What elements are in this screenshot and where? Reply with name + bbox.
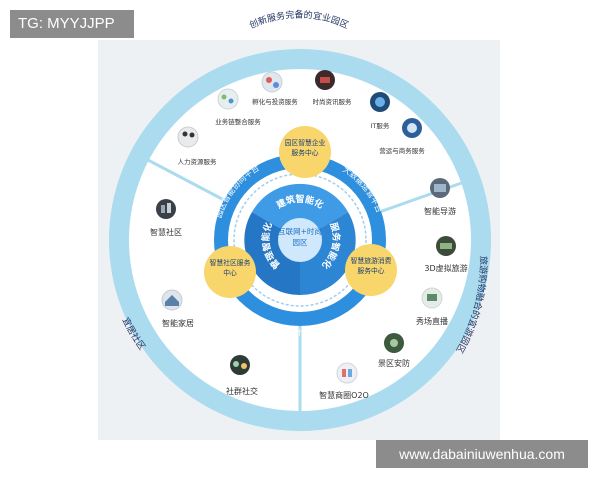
service-label: 智慧商圈O2O xyxy=(319,390,369,400)
core-label-top: 建筑智能化 xyxy=(274,193,325,211)
service-label: 景区安防 xyxy=(378,358,410,368)
service-label: 孵化与投资服务 xyxy=(252,97,298,106)
live-show-icon-stage xyxy=(427,294,437,301)
service-community: 智慧社区 xyxy=(150,199,182,237)
it-service-icon-core xyxy=(375,97,385,107)
hub-community-text-wrap: 智慧社区服务中心 xyxy=(209,259,251,277)
community-icon xyxy=(156,199,176,219)
service-label: 业务链整合服务 xyxy=(215,117,261,126)
service-o2o: 智慧商圈O2O xyxy=(319,362,369,400)
core-center-text: 互联网+时尚园区 xyxy=(278,227,322,247)
ring-text-top: 创新服务完备的宜业园区 xyxy=(247,9,350,32)
service-label: 智慧社区 xyxy=(150,227,182,237)
hub-community xyxy=(204,246,256,298)
watermark-top: TG: MYYJJPP xyxy=(10,10,134,38)
chain-icon-dot xyxy=(221,94,227,100)
social-icon-dot xyxy=(233,361,239,367)
core-center xyxy=(278,218,322,262)
business-icon-globe xyxy=(407,123,417,133)
o2o-icon xyxy=(336,362,358,384)
hub-tourism-text: 智慧旅游消费服务中心 xyxy=(350,257,392,275)
service-social: 社群社交 xyxy=(226,355,258,396)
core-center-text-wrap: 互联网+时尚园区 xyxy=(278,227,322,247)
vr-tour-icon-lens xyxy=(440,243,452,249)
service-label: 营运与商务服务 xyxy=(379,146,425,155)
fashion-info-icon-screen xyxy=(320,77,330,83)
watermark-bottom: www.dabainiuwenhua.com xyxy=(376,440,588,468)
service-live-show: 秀场直播 xyxy=(416,287,448,326)
service-label: 3D虚拟旅游 xyxy=(424,263,467,273)
chain-icon-dot2 xyxy=(228,98,234,104)
service-chain: 业务链整合服务 xyxy=(215,88,261,126)
service-business: 营运与商务服务 xyxy=(379,118,425,155)
service-hr: 人力资源服务 xyxy=(177,126,218,166)
security-icon-lens xyxy=(390,339,398,347)
service-label: 社群社交 xyxy=(226,386,258,396)
community-icon-bldg2 xyxy=(167,203,171,213)
service-label: 秀场直播 xyxy=(416,316,448,326)
hub-tourism-text-wrap: 智慧旅游消费服务中心 xyxy=(350,257,392,275)
hr-icon xyxy=(177,126,199,148)
hub-community-text: 智慧社区服务中心 xyxy=(209,259,251,277)
o2o-icon-block2 xyxy=(348,369,352,377)
service-label: 人力资源服务 xyxy=(178,157,218,166)
social-icon-dot2 xyxy=(241,363,247,369)
service-smart-home: 智能家居 xyxy=(161,289,194,328)
service-security: 景区安防 xyxy=(378,333,410,368)
hub-enterprise xyxy=(279,126,331,178)
service-label: IT服务 xyxy=(371,121,390,130)
service-label: 时尚资讯服务 xyxy=(313,97,353,106)
chain-icon xyxy=(217,88,239,110)
social-icon xyxy=(230,355,250,375)
service-it: IT服务 xyxy=(370,92,390,130)
service-incubation: 孵化与投资服务 xyxy=(252,71,298,106)
incubation-icon-dot2 xyxy=(273,82,279,88)
service-label: 智能家居 xyxy=(162,318,194,328)
hub-enterprise-text: 园区智慧企业服务中心 xyxy=(284,139,326,157)
hr-icon-head xyxy=(182,131,188,137)
guide-icon-screen xyxy=(434,184,446,192)
service-fashion-info: 时尚资讯服务 xyxy=(313,70,353,106)
hub-enterprise-text-wrap: 园区智慧企业服务中心 xyxy=(284,139,326,157)
incubation-icon-dot xyxy=(266,77,272,83)
service-guide: 智能导游 xyxy=(424,178,456,216)
hub-tourism xyxy=(345,244,397,296)
community-icon-bldg xyxy=(161,205,165,213)
service-label: 智能导游 xyxy=(424,206,456,216)
incubation-icon xyxy=(261,71,283,93)
core-segment-top xyxy=(252,183,348,240)
hr-icon-head2 xyxy=(189,132,195,138)
o2o-icon-block xyxy=(342,369,346,377)
smart-home-icon-house xyxy=(165,295,179,306)
service-vr-tour: 3D虚拟旅游 xyxy=(424,236,468,273)
